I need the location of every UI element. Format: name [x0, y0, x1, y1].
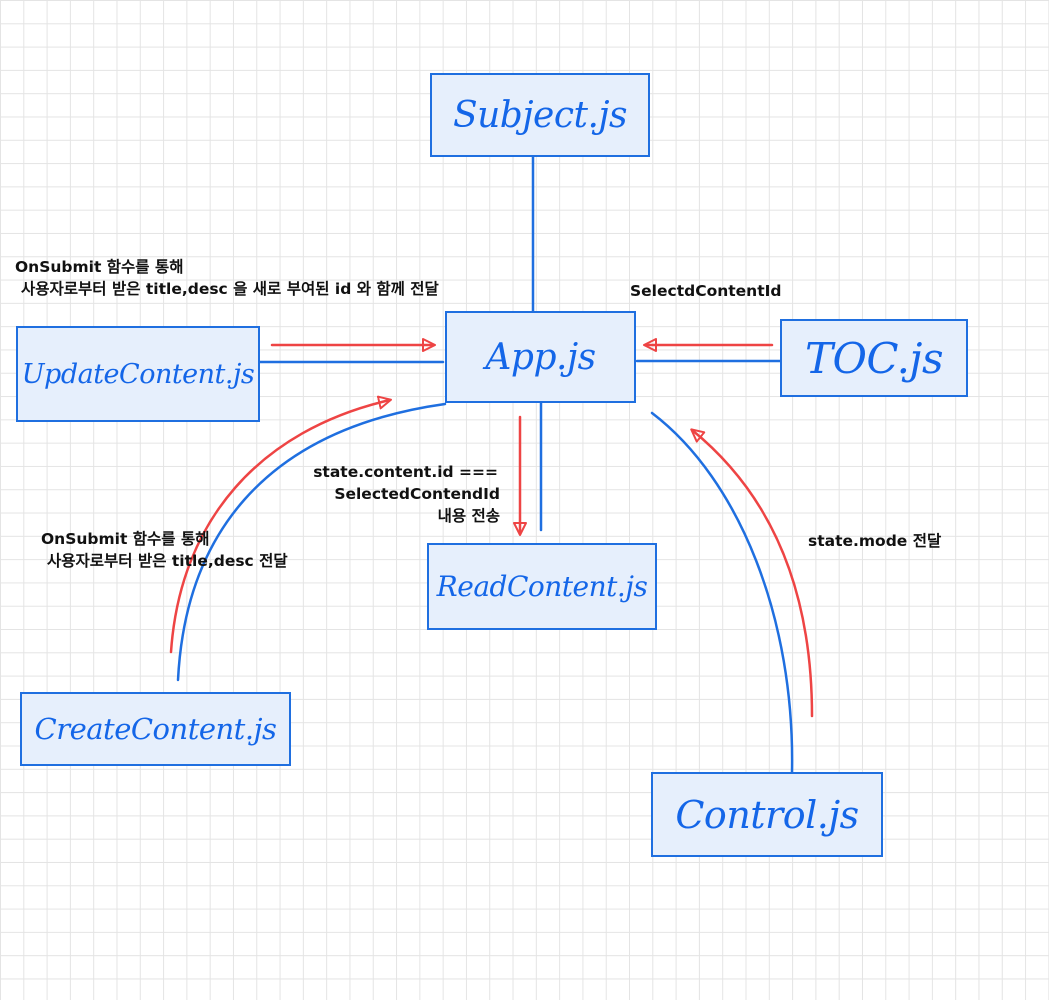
- node-create-content-label: CreateContent.js: [34, 712, 277, 746]
- node-read-content: ReadContent.js: [427, 543, 657, 630]
- connector-control-app: [650, 411, 794, 774]
- annotation-read-condition-line3: 내용 전송: [437, 507, 500, 525]
- annotation-read-condition-line2: SelectedContendId: [334, 485, 500, 503]
- node-app-label: App.js: [485, 336, 596, 378]
- node-update-content-label: UpdateContent.js: [21, 358, 255, 390]
- annotation-control-mode: state.mode 전달: [808, 530, 941, 552]
- node-subject-label: Subject.js: [452, 94, 628, 136]
- node-control-label: Control.js: [675, 792, 859, 837]
- annotation-control-mode-text: state.mode 전달: [808, 532, 942, 550]
- annotation-create-submit-line2: 사용자로부터 받은 title,desc 전달: [47, 552, 288, 570]
- annotation-update-submit-line1: OnSubmit 함수를 통해: [15, 258, 184, 276]
- connector-create-app: [176, 402, 447, 682]
- node-toc-label: TOC.js: [804, 333, 944, 383]
- annotation-create-submit-line1: OnSubmit 함수를 통해: [41, 530, 210, 548]
- flow-control-to-app: [690, 428, 814, 718]
- annotation-update-submit: OnSubmit 함수를 통해 사용자로부터 받은 title,desc 을 새…: [15, 256, 439, 300]
- annotation-toc-select-text: SelectdContentId: [630, 282, 782, 300]
- flow-create-to-app: [169, 395, 392, 654]
- node-update-content: UpdateContent.js: [16, 326, 260, 422]
- annotation-create-submit: OnSubmit 함수를 통해 사용자로부터 받은 title,desc 전달: [41, 528, 288, 572]
- node-subject: Subject.js: [430, 73, 650, 157]
- node-toc: TOC.js: [780, 319, 968, 397]
- annotation-read-condition: state.content.id === SelectedContendId 내…: [300, 461, 512, 527]
- node-app: App.js: [445, 311, 636, 403]
- annotation-read-condition-line1: state.content.id ===: [313, 463, 498, 481]
- annotation-toc-select: SelectdContentId: [630, 280, 781, 302]
- node-control: Control.js: [651, 772, 883, 857]
- node-create-content: CreateContent.js: [20, 692, 291, 766]
- node-read-content-label: ReadContent.js: [436, 570, 648, 603]
- annotation-update-submit-line2: 사용자로부터 받은 title,desc 을 새로 부여된 id 와 함께 전달: [21, 280, 439, 298]
